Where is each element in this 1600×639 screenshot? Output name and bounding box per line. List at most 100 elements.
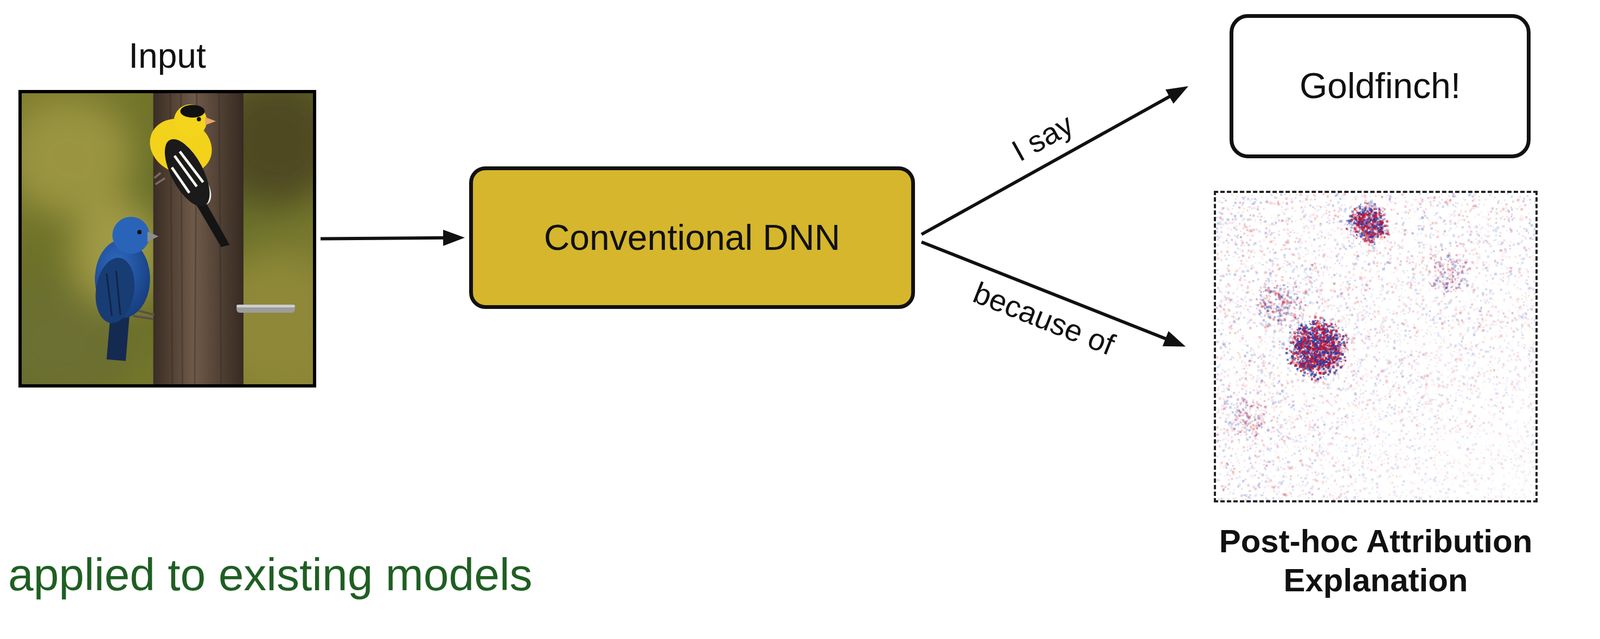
heat-speck: [1513, 207, 1516, 210]
heat-speck: [1349, 445, 1352, 447]
heat-speck: [1269, 251, 1271, 254]
heat-speck: [1216, 254, 1219, 257]
heat-speck: [1293, 442, 1295, 444]
heat-speck: [1404, 197, 1406, 199]
heat-speck: [1530, 334, 1532, 336]
heat-speck: [1249, 254, 1251, 257]
heat-speck: [1259, 494, 1263, 497]
heat-speck: [1420, 369, 1423, 373]
heat-speck: [1444, 425, 1446, 427]
heat-speck: [1360, 195, 1363, 198]
heat-speck: [1255, 294, 1259, 298]
heat-speck: [1371, 283, 1373, 286]
heat-speck: [1218, 237, 1220, 240]
heat-speck: [1329, 493, 1331, 496]
heat-speck: [1220, 373, 1222, 375]
heat-speck: [1391, 201, 1394, 204]
heat-speck: [1447, 362, 1450, 365]
heat-speck: [1270, 360, 1272, 363]
heat-speck: [1216, 426, 1219, 430]
heat-speck: [1428, 289, 1431, 292]
heat-speck: [1487, 488, 1490, 491]
heat-speck: [1340, 318, 1344, 322]
heat-speck: [1446, 231, 1449, 234]
heat-speck: [1445, 339, 1448, 342]
heat-speck: [1527, 360, 1529, 362]
heat-speck: [1239, 405, 1241, 407]
heat-speck: [1474, 298, 1477, 302]
heat-speck: [1494, 272, 1497, 276]
heat-speck: [1362, 359, 1365, 361]
heat-speck: [1513, 368, 1516, 371]
heat-speck: [1312, 213, 1315, 217]
heat-speck: [1462, 472, 1464, 475]
heat-speck: [1371, 411, 1373, 414]
heat-speck: [1492, 229, 1495, 232]
heat-speck: [1404, 352, 1407, 354]
heat-speck: [1314, 212, 1316, 214]
heat-speck: [1406, 342, 1409, 345]
heat-speck: [1334, 396, 1336, 399]
heat-speck: [1333, 305, 1335, 307]
heat-speck: [1359, 361, 1362, 364]
heat-speck: [1392, 443, 1395, 446]
heat-speck: [1329, 212, 1331, 214]
heat-speck: [1309, 228, 1312, 231]
heat-speck: [1344, 204, 1346, 207]
heat-speck: [1398, 393, 1401, 396]
heat-speck: [1354, 201, 1357, 204]
heat-speck: [1435, 342, 1437, 344]
heat-speck: [1425, 357, 1427, 360]
heat-speck: [1331, 437, 1334, 440]
heat-speck: [1378, 402, 1381, 405]
heat-speck: [1233, 214, 1237, 218]
heat-speck: [1300, 407, 1303, 410]
heat-speck: [1522, 336, 1525, 338]
heat-speck: [1327, 438, 1329, 440]
heat-speck: [1281, 347, 1285, 350]
heat-speck: [1389, 414, 1392, 418]
heat-speck: [1514, 406, 1518, 409]
heat-speck: [1454, 321, 1457, 324]
heat-speck: [1534, 351, 1536, 355]
heat-speck: [1253, 394, 1257, 398]
heat-speck: [1290, 441, 1292, 443]
heat-speck: [1469, 299, 1472, 303]
heat-speck: [1368, 448, 1371, 451]
heat-speck: [1291, 489, 1294, 491]
heat-speck: [1406, 419, 1410, 422]
heat-speck: [1364, 297, 1367, 300]
heat-speck: [1456, 386, 1459, 389]
heat-speck: [1493, 239, 1496, 242]
heat-speck: [1365, 477, 1367, 480]
heat-speck: [1462, 482, 1464, 484]
heat-speck: [1393, 341, 1396, 344]
heat-speck: [1418, 492, 1421, 495]
heat-speck: [1305, 417, 1308, 420]
attribution-heatmap: [1216, 193, 1536, 501]
heat-speck: [1451, 193, 1454, 195]
heat-speck: [1513, 422, 1516, 425]
heat-speck: [1246, 309, 1249, 311]
heat-speck: [1259, 201, 1263, 204]
heat-speck: [1454, 293, 1457, 296]
heat-speck: [1508, 298, 1510, 300]
heat-speck: [1407, 251, 1410, 254]
heat-speck: [1387, 309, 1390, 311]
heat-speck: [1378, 297, 1380, 299]
heat-speck: [1297, 484, 1300, 486]
heat-speck: [1272, 395, 1275, 398]
heat-speck: [1485, 432, 1488, 435]
heat-speck: [1244, 373, 1247, 376]
heat-speck: [1398, 442, 1401, 445]
heat-speck: [1347, 367, 1349, 369]
heat-speck: [1452, 468, 1455, 470]
heat-speck: [1437, 435, 1440, 438]
heat-speck: [1297, 389, 1301, 393]
heat-speck: [1475, 458, 1478, 461]
heat-speck: [1520, 331, 1523, 334]
heat-speck: [1335, 444, 1338, 447]
heat-speck: [1434, 333, 1436, 335]
heat-speck: [1260, 413, 1262, 415]
